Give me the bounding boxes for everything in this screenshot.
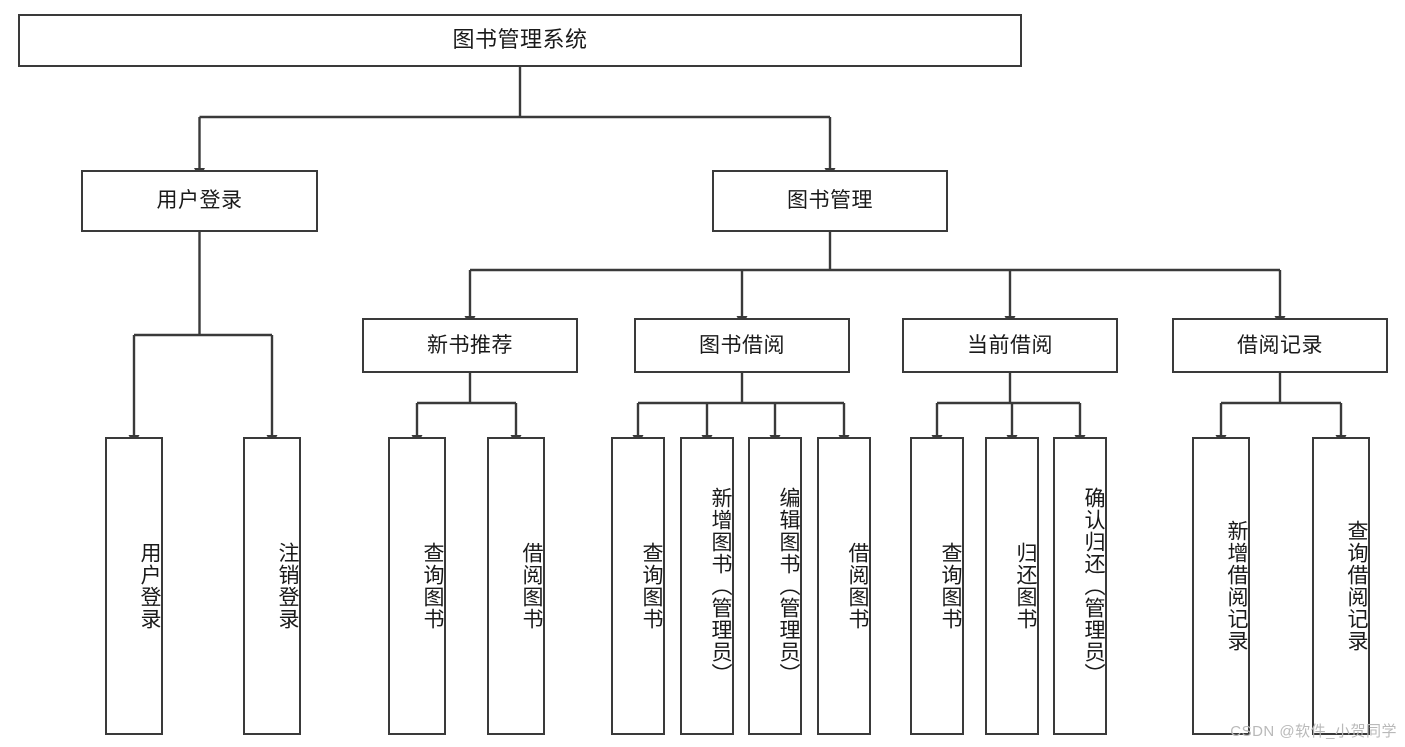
node-label: 借阅图书	[846, 542, 869, 630]
node-label: 当前借阅	[967, 333, 1053, 357]
node-label: 借阅图书	[520, 542, 543, 630]
node-book-manage[interactable]: 图书管理	[712, 170, 948, 232]
node-leaf-bb-edit[interactable]: 编辑图书（管理员）	[748, 437, 802, 735]
node-leaf-br-add[interactable]: 新增借阅记录	[1192, 437, 1250, 735]
node-leaf-bb-add[interactable]: 新增图书（管理员）	[680, 437, 734, 735]
node-leaf-user-login[interactable]: 用户登录	[105, 437, 163, 735]
node-label: 查询图书	[421, 542, 444, 630]
node-leaf-cb-query[interactable]: 查询图书	[910, 437, 964, 735]
node-label: 用户登录	[138, 542, 161, 630]
node-label: 新增借阅记录	[1225, 520, 1248, 652]
node-label: 图书借阅	[699, 333, 785, 357]
node-label: 图书管理系统	[452, 27, 588, 53]
node-leaf-nb-borrow[interactable]: 借阅图书	[487, 437, 545, 735]
node-label: 归还图书	[1014, 542, 1037, 630]
node-label: 新书推荐	[427, 333, 513, 357]
node-label: 查询图书	[939, 542, 962, 630]
node-current-borrow[interactable]: 当前借阅	[902, 318, 1118, 373]
node-label: 编辑图书（管理员）	[777, 487, 800, 685]
node-new-book-rec[interactable]: 新书推荐	[362, 318, 578, 373]
node-label: 注销登录	[276, 542, 299, 630]
node-label: 查询图书	[640, 542, 663, 630]
node-user-login[interactable]: 用户登录	[81, 170, 318, 232]
node-leaf-user-logout[interactable]: 注销登录	[243, 437, 301, 735]
node-label: 用户登录	[156, 189, 243, 213]
node-leaf-br-query[interactable]: 查询借阅记录	[1312, 437, 1370, 735]
node-leaf-nb-query[interactable]: 查询图书	[388, 437, 446, 735]
node-leaf-cb-return[interactable]: 归还图书	[985, 437, 1039, 735]
node-label: 图书管理	[787, 189, 873, 213]
node-book-borrow[interactable]: 图书借阅	[634, 318, 850, 373]
node-leaf-cb-confirm[interactable]: 确认归还（管理员）	[1053, 437, 1107, 735]
node-leaf-bb-borrow[interactable]: 借阅图书	[817, 437, 871, 735]
node-borrow-record[interactable]: 借阅记录	[1172, 318, 1388, 373]
node-leaf-bb-query[interactable]: 查询图书	[611, 437, 665, 735]
node-label: 查询借阅记录	[1345, 520, 1368, 652]
node-label: 确认归还（管理员）	[1082, 487, 1105, 685]
node-label: 新增图书（管理员）	[709, 487, 732, 685]
node-root[interactable]: 图书管理系统	[18, 14, 1022, 67]
node-label: 借阅记录	[1237, 333, 1323, 357]
